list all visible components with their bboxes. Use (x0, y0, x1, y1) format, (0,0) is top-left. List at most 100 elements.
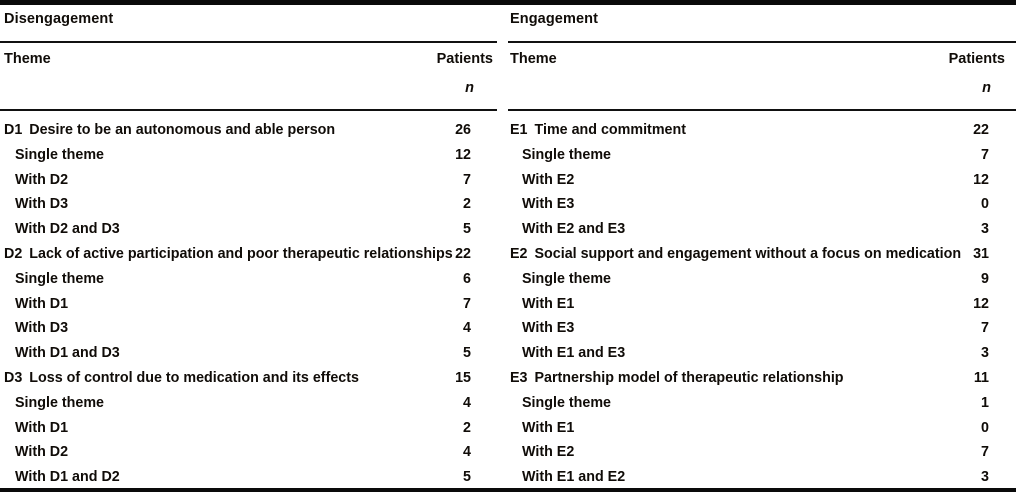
subtheme-label: With D1 (15, 419, 69, 436)
subtheme-count: 6 (463, 270, 471, 287)
table-row-subtheme: With D2 7 (0, 168, 497, 193)
subtheme-label: With E2 (522, 171, 575, 188)
table-row-subtheme: With E2 12 (508, 168, 1016, 193)
table-row-subtheme: With D2 and D3 5 (0, 217, 497, 242)
theme-label: D1 Desire to be an autonomous and able pe… (4, 118, 335, 143)
subtheme-count: 1 (981, 394, 989, 411)
theme-title: Loss of control due to medication and it… (29, 369, 359, 386)
theme-code: E3 (510, 369, 528, 386)
table-row-subtheme: Single theme 1 (508, 391, 1016, 416)
column-header-n-left: n (465, 80, 474, 96)
subtheme-label: With E1 (522, 419, 575, 436)
table-row-subtheme: Single theme 6 (0, 267, 497, 292)
subtheme-count: 5 (463, 221, 471, 238)
rows-disengagement: D1 Desire to be an autonomous and able pe… (0, 118, 497, 490)
table-row-subtheme: With E3 7 (508, 316, 1016, 341)
subtheme-label: With E1 and E3 (522, 345, 626, 362)
subtheme-label: With D1 (15, 295, 69, 312)
subtheme-count: 0 (981, 196, 989, 213)
subtheme-count: 5 (463, 469, 471, 486)
subtheme-count: 7 (981, 146, 989, 163)
subtheme-label: With E1 and E2 (522, 469, 626, 486)
subtheme-count: 4 (463, 394, 471, 411)
table-row-subtheme: With E2 7 (508, 440, 1016, 465)
subtheme-label: With E1 (522, 295, 575, 312)
subtheme-label: With E2 and E3 (522, 221, 626, 238)
section-rule-right (508, 41, 1016, 43)
subtheme-count: 4 (463, 320, 471, 337)
column-header-patients-left: Patients (436, 51, 493, 67)
subtheme-label: With D1 and D2 (15, 469, 120, 486)
theme-total: 15 (455, 369, 471, 386)
theme-total: 26 (455, 122, 471, 138)
subtheme-count: 4 (463, 444, 471, 461)
table-row-subtheme: Single theme 9 (508, 267, 1016, 292)
subtheme-label: With E2 (522, 444, 575, 461)
subtheme-count: 9 (981, 270, 989, 287)
theme-total: 22 (455, 245, 471, 262)
subtheme-label: Single theme (522, 270, 611, 287)
theme-title: Partnership model of therapeutic relatio… (534, 369, 844, 386)
theme-title: Social support and engagement without a … (534, 245, 962, 262)
theme-label: E2 Social support and engagement without … (510, 242, 961, 267)
subtheme-count: 3 (981, 469, 989, 486)
subtheme-label: Single theme (15, 394, 104, 411)
table-row-subtheme: Single theme 7 (508, 143, 1016, 168)
column-header-n-right: n (982, 80, 991, 96)
subtheme-label: Single theme (522, 394, 611, 411)
section-title-disengagement: Disengagement (4, 11, 114, 27)
table-row-subtheme: With D3 2 (0, 192, 497, 217)
table-row-theme: E2 Social support and engagement without … (508, 242, 1016, 267)
theme-label: D3 Loss of control due to medication and … (4, 366, 359, 391)
theme-total: 22 (973, 122, 989, 138)
subtheme-count: 7 (463, 171, 471, 188)
subtheme-label: Single theme (15, 270, 104, 287)
subtheme-count: 0 (981, 419, 989, 436)
table-row-subtheme: With E1 and E3 3 (508, 341, 1016, 366)
theme-title: Time and commitment (534, 122, 686, 138)
table-row-subtheme: With D1 and D2 5 (0, 465, 497, 490)
subtheme-count: 12 (973, 171, 989, 188)
theme-code: D3 (4, 369, 23, 386)
theme-label: E3 Partnership model of therapeutic relat… (510, 366, 844, 391)
table-row-subtheme: With D2 4 (0, 440, 497, 465)
table-row-theme: D1 Desire to be an autonomous and able pe… (0, 118, 497, 143)
column-header-theme-left: Theme (4, 51, 51, 67)
subtheme-count: 5 (463, 345, 471, 362)
column-header-theme-right: Theme (510, 51, 557, 67)
theme-title: Lack of active participation and poor th… (29, 245, 453, 262)
theme-code: D1 (4, 122, 23, 138)
subtheme-label: With E3 (522, 320, 575, 337)
table-row-subtheme: Single theme 4 (0, 391, 497, 416)
subtheme-count: 3 (981, 345, 989, 362)
table-row-subtheme: With E1 and E2 3 (508, 465, 1016, 490)
subtheme-label: Single theme (522, 146, 611, 163)
subtheme-label: With E3 (522, 196, 575, 213)
subtheme-count: 2 (463, 196, 471, 213)
table-row-subtheme: With E3 0 (508, 192, 1016, 217)
subtheme-count: 3 (981, 221, 989, 238)
subtheme-label: With D3 (15, 196, 69, 213)
section-rule-left (0, 41, 497, 43)
theme-title: Desire to be an autonomous and able pers… (29, 122, 336, 138)
subtheme-count: 2 (463, 419, 471, 436)
theme-code: E2 (510, 245, 528, 262)
table-bottom-border (0, 488, 1016, 492)
subtheme-label: With D2 (15, 444, 69, 461)
subtheme-count: 7 (981, 320, 989, 337)
table-row-subtheme: With D1 2 (0, 416, 497, 441)
subtheme-label: With D3 (15, 320, 69, 337)
subtheme-label: With D2 and D3 (15, 221, 120, 238)
subtheme-count: 7 (981, 444, 989, 461)
subtheme-label: With D2 (15, 171, 69, 188)
header-rule-left (0, 109, 497, 111)
theme-total: 31 (973, 245, 989, 262)
